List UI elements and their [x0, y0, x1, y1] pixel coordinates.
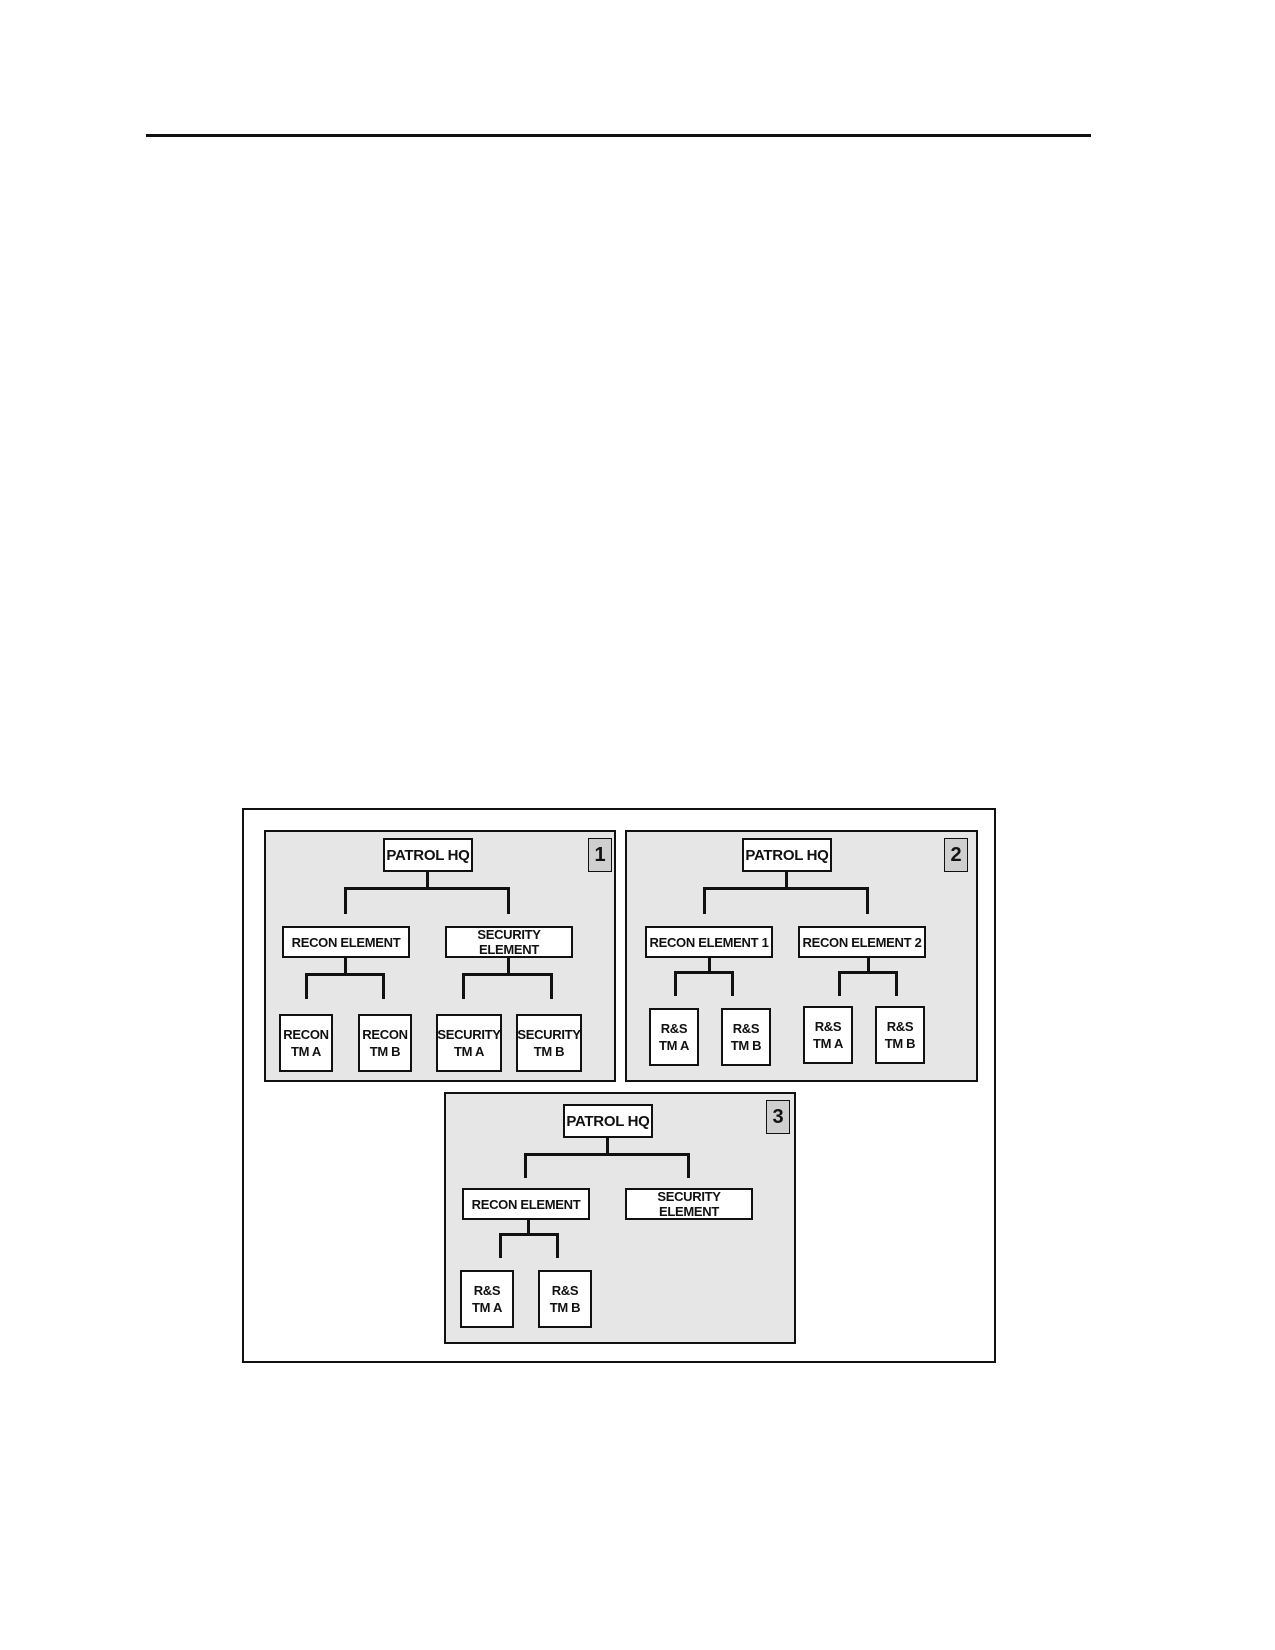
- rs-team-a-box: R&S TM A: [649, 1008, 699, 1066]
- connector-line: [785, 872, 788, 889]
- rs-team-a-box: R&S TM A: [460, 1270, 514, 1328]
- connector-line: [703, 887, 706, 914]
- connector-line: [524, 1153, 690, 1156]
- connector-line: [344, 958, 347, 974]
- security-team-a-box: SECURITY TM A: [436, 1014, 502, 1072]
- recon-element-2-box: RECON ELEMENT 2: [798, 926, 926, 958]
- recon-team-b-box: RECON TM B: [358, 1014, 412, 1072]
- patrol-hq-box: PATROL HQ: [563, 1104, 653, 1138]
- security-element-box: SECURITY ELEMENT: [445, 926, 573, 958]
- header-rule: [146, 134, 1091, 137]
- patrol-hq-box: PATROL HQ: [742, 838, 832, 872]
- rs-team-a-box: R&S TM A: [803, 1006, 853, 1064]
- connector-line: [674, 971, 734, 974]
- connector-line: [305, 973, 385, 976]
- panel-number: 2: [944, 838, 968, 872]
- rs-team-b-box: R&S TM B: [875, 1006, 925, 1064]
- connector-line: [703, 887, 869, 890]
- connector-line: [867, 958, 870, 972]
- connector-line: [838, 971, 841, 996]
- security-element-box: SECURITY ELEMENT: [625, 1188, 753, 1220]
- rs-team-b-box: R&S TM B: [721, 1008, 771, 1066]
- connector-line: [838, 971, 898, 974]
- connector-line: [499, 1233, 502, 1258]
- connector-line: [731, 971, 734, 996]
- rs-team-b-box: R&S TM B: [538, 1270, 592, 1328]
- panel-2: 2 PATROL HQ RECON ELEMENT 1 RECON ELEMEN…: [625, 830, 978, 1082]
- connector-line: [462, 973, 553, 976]
- connector-line: [895, 971, 898, 996]
- connector-line: [550, 973, 553, 999]
- recon-element-1-box: RECON ELEMENT 1: [645, 926, 773, 958]
- connector-line: [499, 1233, 559, 1236]
- connector-line: [305, 973, 308, 999]
- connector-line: [687, 1153, 690, 1178]
- recon-element-box: RECON ELEMENT: [282, 926, 410, 958]
- connector-line: [524, 1153, 527, 1178]
- connector-line: [606, 1138, 609, 1154]
- connector-line: [382, 973, 385, 999]
- connector-line: [527, 1220, 530, 1234]
- connector-line: [674, 971, 677, 996]
- security-team-b-box: SECURITY TM B: [516, 1014, 582, 1072]
- panel-3: 3 PATROL HQ RECON ELEMENT SECURITY ELEME…: [444, 1092, 796, 1344]
- patrol-hq-box: PATROL HQ: [383, 838, 473, 872]
- recon-team-a-box: RECON TM A: [279, 1014, 333, 1072]
- connector-line: [426, 872, 429, 889]
- panel-1: 1 PATROL HQ RECON ELEMENT SECURITY ELEME…: [264, 830, 616, 1082]
- panel-number: 3: [766, 1100, 790, 1134]
- connector-line: [708, 958, 711, 972]
- recon-element-box: RECON ELEMENT: [462, 1188, 590, 1220]
- connector-line: [344, 887, 510, 890]
- panel-number: 1: [588, 838, 612, 872]
- connector-line: [462, 973, 465, 999]
- connector-line: [866, 887, 869, 914]
- connector-line: [344, 887, 347, 914]
- connector-line: [556, 1233, 559, 1258]
- organization-figure: 1 PATROL HQ RECON ELEMENT SECURITY ELEME…: [242, 808, 996, 1363]
- connector-line: [507, 958, 510, 974]
- connector-line: [507, 887, 510, 914]
